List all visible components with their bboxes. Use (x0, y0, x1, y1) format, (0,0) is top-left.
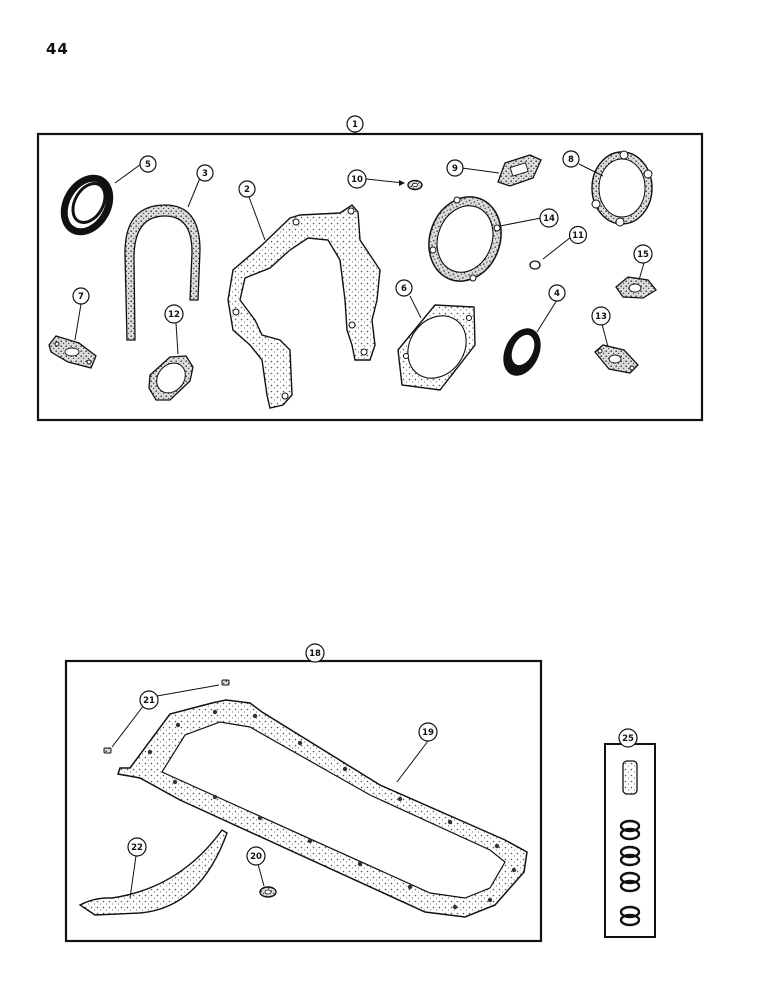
oval-gasket-12 (148, 355, 194, 401)
svg-text:3: 3 (202, 169, 208, 179)
callout-19: 19 (418, 722, 438, 742)
callout-3: 3 (196, 164, 214, 182)
timing-cover-gasket-2 (227, 204, 381, 409)
svg-text:20: 20 (250, 852, 262, 862)
kit-18-box (64, 659, 543, 943)
pad-21 (103, 679, 230, 754)
seal-strip-22 (78, 829, 228, 916)
sleeve-25 (622, 760, 638, 795)
svg-text:2: 2 (244, 185, 250, 195)
oil-pan-gasket-19 (117, 699, 528, 918)
svg-text:19: 19 (422, 728, 434, 738)
svg-text:25: 25 (622, 734, 634, 744)
flange-gasket-7 (48, 335, 97, 369)
callout-6: 6 (395, 279, 413, 297)
o-ring-11 (529, 260, 541, 270)
callout-7: 7 (72, 287, 90, 305)
plate-gasket-9 (497, 154, 542, 187)
callout-14: 14 (539, 208, 559, 228)
svg-text:15: 15 (637, 250, 649, 260)
flange-gasket-13 (594, 344, 639, 374)
svg-text:18: 18 (309, 649, 321, 659)
svg-text:6: 6 (401, 284, 407, 294)
callout-2: 2 (238, 180, 256, 198)
callout-1: 1 (346, 115, 364, 133)
callout-4: 4 (548, 284, 566, 302)
callout-9: 9 (446, 159, 464, 177)
svg-text:21: 21 (143, 696, 155, 706)
svg-text:11: 11 (572, 231, 584, 241)
flange-gasket-15 (615, 276, 657, 299)
callout-10: 10 (347, 169, 367, 189)
callout-15: 15 (633, 244, 653, 264)
callout-18: 18 (305, 643, 325, 663)
svg-text:9: 9 (452, 164, 458, 174)
callout-8: 8 (562, 150, 580, 168)
callout-5: 5 (139, 155, 157, 173)
svg-text:1: 1 (352, 120, 358, 130)
grommet-10 (407, 179, 423, 191)
svg-text:14: 14 (543, 214, 555, 224)
callout-12: 12 (164, 304, 184, 324)
svg-text:4: 4 (554, 289, 560, 299)
arch-gasket-3 (124, 204, 201, 341)
callout-22: 22 (127, 837, 147, 857)
callout-20: 20 (246, 846, 266, 866)
svg-text:12: 12 (168, 310, 180, 320)
callout-21: 21 (139, 690, 159, 710)
callout-25: 25 (618, 728, 638, 748)
grommet-20 (259, 886, 277, 898)
o-ring-stack-25 (619, 819, 641, 927)
svg-text:8: 8 (568, 155, 574, 165)
ring-gasket-14 (428, 196, 502, 282)
ring-gasket-8 (591, 150, 653, 227)
svg-text:10: 10 (351, 175, 363, 185)
svg-text:5: 5 (145, 160, 151, 170)
callout-13: 13 (591, 306, 611, 326)
svg-text:22: 22 (131, 843, 143, 853)
seal-4 (503, 328, 541, 376)
svg-text:13: 13 (595, 312, 607, 322)
square-gasket-6 (397, 304, 476, 391)
callout-11: 11 (568, 225, 588, 245)
seal-5 (60, 174, 114, 236)
svg-text:7: 7 (78, 292, 84, 302)
page-number: 44 (46, 40, 69, 58)
